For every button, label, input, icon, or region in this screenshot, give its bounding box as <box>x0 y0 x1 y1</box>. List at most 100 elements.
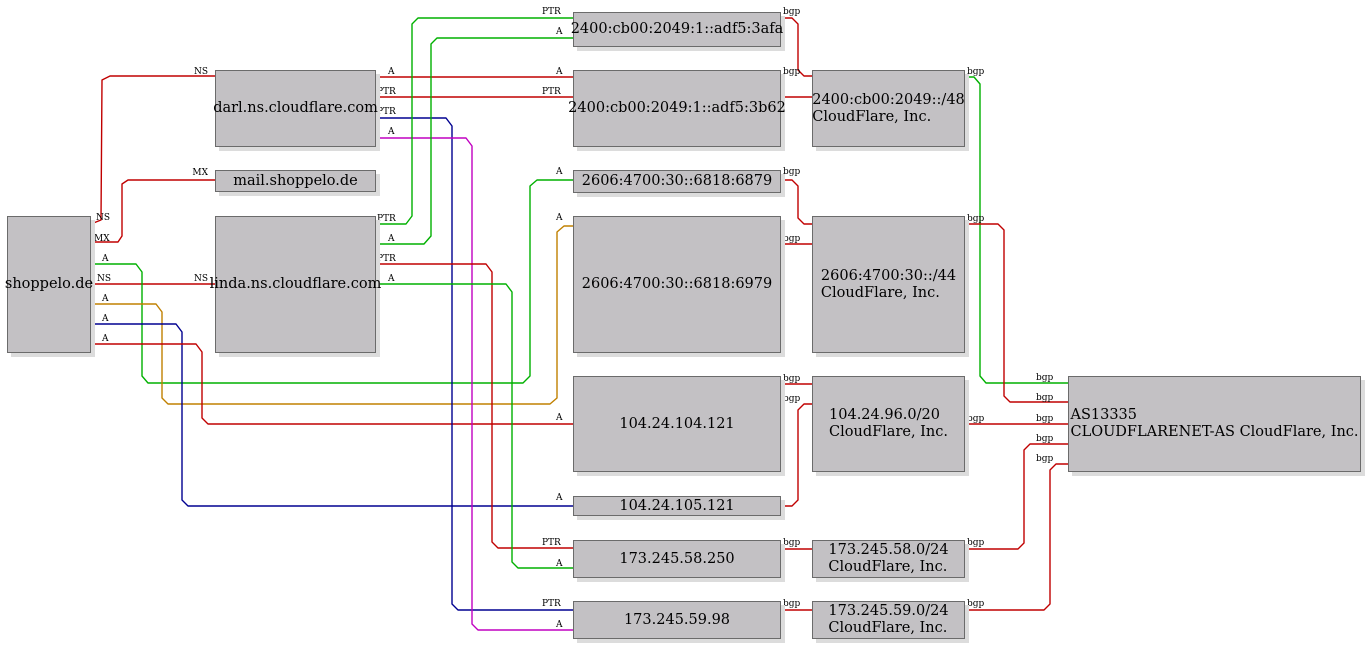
edge-net2606-as <box>965 223 1068 403</box>
edge-label-bgp-58: bgp <box>783 538 801 548</box>
node-ip4-104-121-label: 104.24.104.121 <box>619 415 735 432</box>
edge-label-a-shoppelo-green: A <box>101 254 109 264</box>
edge-label-bgp-59: bgp <box>783 599 801 609</box>
node-ip4-58-250-label: 173.245.58.250 <box>619 550 735 567</box>
node-net-173-59-prefix: 173.245.59.0/24 <box>828 603 949 619</box>
edge-label-a-shoppelo-navy: A <box>101 314 109 324</box>
node-net-104[interactable]: 104.24.96.0/20 CloudFlare, Inc. <box>812 376 965 472</box>
node-net-173-59-org: CloudFlare, Inc. <box>828 620 948 636</box>
node-net-2606[interactable]: 2606:4700:30::/44 CloudFlare, Inc. <box>812 216 965 353</box>
node-ip4-59-98-label: 173.245.59.98 <box>623 611 731 628</box>
node-mail[interactable]: mail.shoppelo.de <box>215 170 376 192</box>
edge-105-net104 <box>781 403 812 507</box>
edge-label-a-58: A <box>555 559 563 569</box>
edge-3afa-net2400 <box>781 17 812 77</box>
node-net-104-label: 104.24.96.0/20 CloudFlare, Inc. <box>829 407 948 441</box>
edge-linda-58-a <box>376 283 573 569</box>
edge-net2400-as <box>965 76 1068 384</box>
node-net-2606-org: CloudFlare, Inc. <box>820 284 940 301</box>
node-darl-ns-label: darl.ns.cloudflare.com <box>213 100 378 116</box>
edge-label-bgp-net59: bgp <box>967 599 985 609</box>
node-mail-label: mail.shoppelo.de <box>233 172 358 189</box>
edge-label-ptr-linda-2: PTR <box>377 254 396 264</box>
edge-label-a-3afa: A <box>555 27 563 37</box>
node-ip4-58-250[interactable]: 173.245.58.250 <box>573 540 781 578</box>
edge-shoppelo-105-a <box>91 323 573 507</box>
edge-label-ns-shoppelo-mid: NS <box>97 274 111 284</box>
node-ip6-3b62-label: 2400:cb00:2049:1::adf5:3b62 <box>568 100 786 116</box>
edge-darl-59-ptr <box>376 117 573 611</box>
node-net-2400[interactable]: 2400:cb00:2049::/48 CloudFlare, Inc. <box>812 70 965 147</box>
node-as13335-org: CLOUDFLARENET-AS CloudFlare, Inc. <box>1070 424 1359 440</box>
node-ip6-3b62[interactable]: 2400:cb00:2049:1::adf5:3b62 <box>568 70 786 147</box>
edge-label-a-105: A <box>555 493 563 503</box>
edge-label-a-linda-2: A <box>387 274 395 284</box>
node-darl-ns[interactable]: darl.ns.cloudflare.com <box>213 70 378 147</box>
edge-label-ptr-58: PTR <box>542 538 561 548</box>
edge-label-a-59: A <box>555 620 563 630</box>
edge-label-ns-linda: NS <box>194 274 208 284</box>
node-net-173-58-org: CloudFlare, Inc. <box>828 559 948 575</box>
node-ip4-105-121[interactable]: 104.24.105.121 <box>573 496 781 516</box>
edge-label-bgp-as-3: bgp <box>1036 414 1054 424</box>
edge-label-ptr-darl-2: PTR <box>377 107 396 117</box>
node-net-173-58[interactable]: 173.245.58.0/24 CloudFlare, Inc. <box>812 540 965 578</box>
edge-label-ns-darl: NS <box>194 67 208 77</box>
node-ip6-6879[interactable]: 2606:4700:30::6818:6879 <box>573 170 781 193</box>
edge-label-bgp-as-1: bgp <box>1036 373 1054 383</box>
edges-layer <box>90 17 1068 631</box>
edge-label-a-3b62: A <box>555 67 563 77</box>
edge-label-bgp-net104: bgp <box>967 414 985 424</box>
edge-label-mx-mail: MX <box>192 168 208 178</box>
edge-label-a-darl: A <box>387 67 395 77</box>
node-linda-ns[interactable]: linda.ns.cloudflare.com <box>210 216 381 353</box>
edge-label-bgp-net58: bgp <box>967 538 985 548</box>
node-net-104-prefix: 104.24.96.0/20 <box>829 407 940 423</box>
edge-label-bgp-net2400: bgp <box>967 67 985 77</box>
node-ip4-104-121[interactable]: 104.24.104.121 <box>573 376 781 472</box>
edge-label-ptr-3b62: PTR <box>542 87 561 97</box>
edge-label-ptr-linda: PTR <box>377 214 396 224</box>
node-ip6-3afa-label: 2400:cb00:2049:1::adf5:3afa <box>570 21 784 37</box>
node-net-2400-prefix: 2400:cb00:2049::/48 <box>812 91 965 108</box>
node-ip6-6979-label: 2606:4700:30::6818:6979 <box>581 276 773 292</box>
edge-linda-58-ptr <box>376 263 573 549</box>
edge-label-bgp-as-5: bgp <box>1036 454 1054 464</box>
edge-linda-3afa-a <box>376 37 573 245</box>
node-linda-ns-label: linda.ns.cloudflare.com <box>209 276 382 292</box>
node-ip4-59-98[interactable]: 173.245.59.98 <box>573 601 781 639</box>
edge-shoppelo-6979-a <box>91 179 573 384</box>
edge-label-bgp-as-2: bgp <box>1036 393 1054 403</box>
edge-label-ptr-59: PTR <box>542 599 561 609</box>
node-ip6-3afa[interactable]: 2400:cb00:2049:1::adf5:3afa <box>570 12 784 47</box>
edge-shoppelo-mail-mx <box>91 179 215 243</box>
edge-net58-as <box>965 443 1068 550</box>
edge-label-a-darl-2: A <box>387 127 395 137</box>
node-as13335-number: AS13335 <box>1070 407 1138 423</box>
node-ip6-6879-label: 2606:4700:30::6818:6879 <box>581 173 773 189</box>
node-as13335-label: AS13335 CLOUDFLARENET-AS CloudFlare, Inc… <box>1070 407 1358 441</box>
edge-label-a-6879: A <box>555 167 563 177</box>
node-net-104-org: CloudFlare, Inc. <box>829 424 948 440</box>
edge-label-a-6979: A <box>555 213 563 223</box>
edge-label-bgp-net2606: bgp <box>967 214 985 224</box>
node-as13335[interactable]: AS13335 CLOUDFLARENET-AS CloudFlare, Inc… <box>1068 376 1361 472</box>
node-net-173-59-label: 173.245.59.0/24 CloudFlare, Inc. <box>828 603 948 637</box>
edge-label-bgp-as-4: bgp <box>1036 434 1054 444</box>
node-shoppelo[interactable]: shoppelo.de <box>5 216 93 353</box>
edge-net59-as <box>965 463 1068 611</box>
node-ip4-105-121-label: 104.24.105.121 <box>619 497 735 514</box>
edge-shoppelo-darl-ns <box>90 75 215 225</box>
edge-label-a-shoppelo-red: A <box>101 334 109 344</box>
edge-shoppelo-104-a <box>91 343 573 425</box>
node-net-173-58-prefix: 173.245.58.0/24 <box>828 542 949 558</box>
edge-darl-59-a <box>376 137 573 631</box>
node-ip6-6979[interactable]: 2606:4700:30::6818:6979 <box>573 216 781 353</box>
node-net-173-59[interactable]: 173.245.59.0/24 CloudFlare, Inc. <box>812 601 965 639</box>
edge-label-ptr-darl: PTR <box>377 87 396 97</box>
edge-6879-net2606 <box>781 179 812 225</box>
node-net-2400-label: 2400:cb00:2049::/48 CloudFlare, Inc. <box>812 92 965 126</box>
edge-label-bgp-3afa: bgp <box>783 7 801 17</box>
